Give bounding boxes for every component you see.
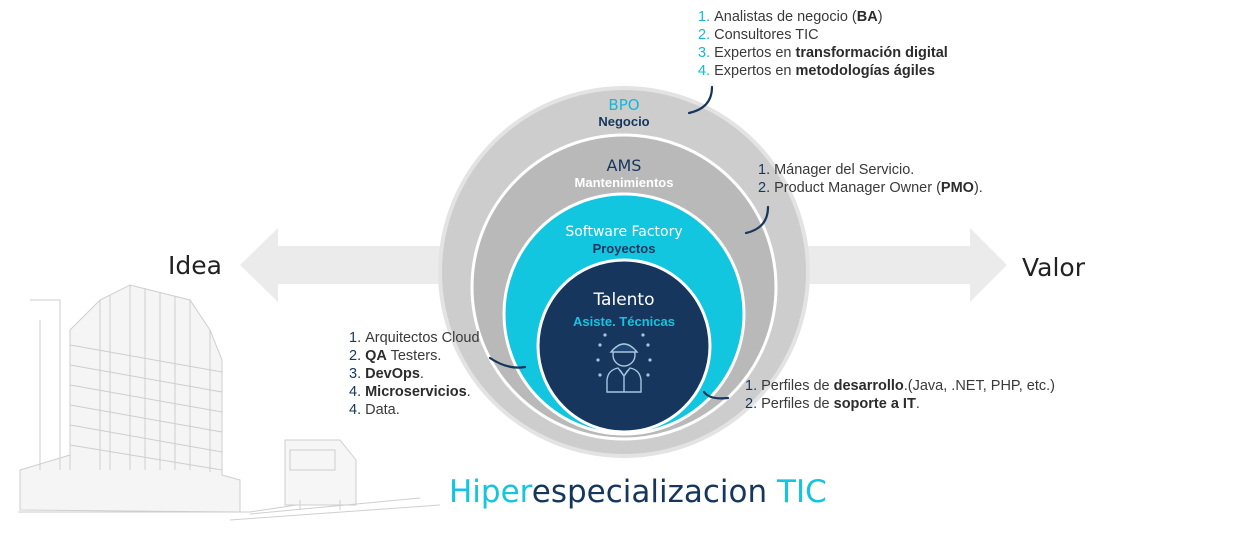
list-item: 2.Consultores TIC — [698, 26, 948, 44]
list-item-text-pre: Data. — [365, 402, 400, 418]
list-item-number: 2. — [349, 348, 362, 364]
bpo-subtitle: Negocio — [598, 114, 649, 129]
ams-profile-list: 1.Mánager del Servicio.2.Product Manager… — [758, 161, 983, 197]
factory-title: Software Factory — [565, 224, 682, 240]
list-item-number: 1. — [698, 9, 711, 25]
list-item-text-bold: desarrollo — [833, 378, 904, 394]
list-item-number: 1. — [758, 162, 771, 178]
list-item: 3.DevOps. — [349, 365, 480, 383]
list-item: 4.Expertos en metodologías ágiles — [698, 62, 948, 80]
list-item-text-pre: Analistas de negocio ( — [714, 9, 857, 25]
list-item: 1.Analistas de negocio (BA) — [698, 8, 948, 26]
list-item-text-bold: Microservicios — [365, 384, 467, 400]
list-item-text-bold: transformación digital — [795, 45, 948, 61]
list-item-text-post: . — [419, 366, 424, 382]
connector-factory — [488, 356, 527, 369]
list-item-number: 2. — [758, 180, 771, 196]
list-item-text-post: . — [915, 396, 920, 412]
connector-talent — [702, 390, 730, 400]
list-item-number: 1. — [745, 378, 758, 394]
list-item-text-bold: BA — [856, 9, 878, 25]
brand-title: Hiperespecializacion TIC — [449, 474, 827, 510]
list-item: 3.Expertos en transformación digital — [698, 44, 948, 62]
connector-lines — [488, 85, 770, 400]
list-item-text-post: ). — [973, 180, 983, 196]
list-item-text-bold: soporte a IT — [833, 396, 916, 412]
list-item-number: 4. — [698, 63, 711, 79]
building-sketch-icon — [18, 284, 331, 513]
connector-ams — [744, 205, 770, 235]
list-item-text-bold: PMO — [940, 180, 974, 196]
list-item-number: 2. — [698, 27, 711, 43]
list-item-text-pre: Product Manager Owner ( — [774, 180, 941, 196]
idea-label: Idea — [168, 251, 222, 280]
list-item-text-pre: Arquitectos Cloud — [365, 330, 480, 346]
list-item-number: 2. — [745, 396, 758, 412]
worker-icon — [596, 333, 652, 393]
list-item: 1.Mánager del Servicio. — [758, 161, 983, 179]
brand-part-tic: TIC — [767, 474, 827, 510]
core-title: Talento — [592, 290, 654, 310]
core-subtitle: Asiste. Técnicas — [573, 314, 675, 329]
list-item-text-post: . — [466, 384, 471, 400]
list-item-text-pre: Perfiles de — [761, 396, 834, 412]
list-item-text-post: .(Java, .NET, PHP, etc.) — [903, 378, 1055, 394]
brand-part-especializacion: especializacion — [532, 474, 767, 510]
list-item-number: 4. — [349, 384, 362, 400]
tram-sketch-icon — [229, 439, 441, 521]
bpo-profile-list: 1.Analistas de negocio (BA)2.Consultores… — [698, 8, 948, 80]
list-item-text-bold: DevOps — [365, 366, 420, 382]
list-item-text-bold: QA — [365, 348, 387, 364]
list-item: 2.Product Manager Owner (PMO). — [758, 179, 983, 197]
ams-subtitle: Mantenimientos — [575, 175, 674, 190]
connector-bpo — [687, 85, 714, 115]
list-item-number: 3. — [349, 366, 362, 382]
list-item-text-pre: Expertos en — [714, 45, 796, 61]
list-item: 2.QA Testers. — [349, 347, 480, 365]
list-item-text-pre: Expertos en — [714, 63, 796, 79]
list-item-number: 1. — [349, 330, 362, 346]
list-item-text-bold: metodologías ágiles — [795, 63, 935, 79]
valor-label: Valor — [1022, 253, 1086, 282]
list-item-text-post: ) — [877, 9, 883, 25]
list-item-text-post: Testers. — [386, 348, 442, 364]
list-item: 2.Perfiles de soporte a IT. — [745, 395, 1055, 413]
list-item: 4.Microservicios. — [349, 383, 480, 401]
list-item-number: 4. — [349, 402, 362, 418]
factory-subtitle: Proyectos — [593, 241, 656, 256]
talent-profile-list: 1.Perfiles de desarrollo.(Java, .NET, PH… — [745, 377, 1055, 413]
list-item-text-pre: Perfiles de — [761, 378, 834, 394]
list-item: 1.Perfiles de desarrollo.(Java, .NET, PH… — [745, 377, 1055, 395]
list-item-number: 3. — [698, 45, 711, 61]
brand-part-hiper: Hiper — [449, 474, 533, 510]
list-item-text-pre: Mánager del Servicio. — [774, 162, 915, 178]
list-item: 1.Arquitectos Cloud — [349, 329, 480, 347]
list-item-text-pre: Consultores TIC — [714, 27, 819, 43]
list-item: 4.Data. — [349, 401, 480, 419]
ams-title: AMS — [607, 156, 642, 175]
bpo-title: BPO — [608, 96, 639, 114]
